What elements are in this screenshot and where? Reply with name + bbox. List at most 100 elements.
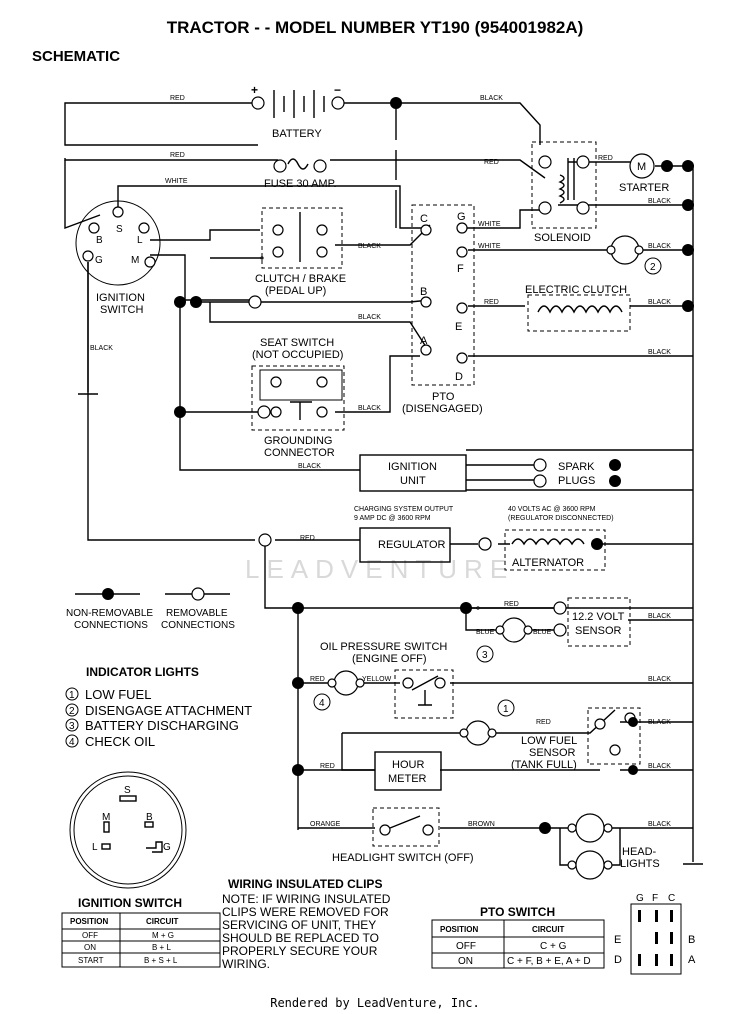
ignition-switch: S B L G M IGNITION SWITCH xyxy=(75,200,161,316)
svg-text:BLACK: BLACK xyxy=(648,299,671,306)
battery: + − BATTERY xyxy=(251,83,345,140)
clutch-label-1: CLUTCH / BRAKE xyxy=(255,273,346,285)
oil-pressure-label-2: (ENGINE OFF) xyxy=(352,653,427,665)
svg-text:START: START xyxy=(78,956,104,965)
svg-text:ON: ON xyxy=(84,943,96,952)
clutch-label-2: (PEDAL UP) xyxy=(265,285,326,297)
svg-text:SHOULD BE REPLACED TO: SHOULD BE REPLACED TO xyxy=(222,931,379,945)
wiring-note: WIRING INSULATED CLIPS NOTE: IF WIRING I… xyxy=(222,877,391,971)
svg-text:RED: RED xyxy=(310,676,325,683)
svg-text:POSITION: POSITION xyxy=(440,925,478,934)
svg-text:BLACK: BLACK xyxy=(648,676,671,683)
svg-text:BLUE: BLUE xyxy=(476,629,495,636)
alternator-label: ALTERNATOR xyxy=(512,557,584,569)
svg-text:IGNITION SWITCH: IGNITION SWITCH xyxy=(78,896,182,910)
svg-text:F: F xyxy=(652,893,658,904)
svg-text:BLACK: BLACK xyxy=(480,95,503,102)
ign-l: L xyxy=(137,235,143,246)
hour-meter: HOUR METER xyxy=(374,751,442,791)
seat-switch-label-2: (NOT OCCUPIED) xyxy=(252,349,343,361)
svg-text:ON: ON xyxy=(458,956,473,967)
pto-connector: G F C E D B A xyxy=(614,893,696,975)
svg-text:BLACK: BLACK xyxy=(358,314,381,321)
svg-text:4: 4 xyxy=(69,737,75,748)
battery-label: BATTERY xyxy=(272,128,322,140)
ign-label-1: IGNITION xyxy=(96,292,145,304)
svg-text:3: 3 xyxy=(482,650,488,661)
svg-text:BLACK: BLACK xyxy=(648,198,671,205)
volt-sensor-label-2: SENSOR xyxy=(575,625,622,637)
indicator-lights-list: INDICATOR LIGHTS 1 LOW FUEL 2 DISENGAGE … xyxy=(65,665,252,749)
svg-text:G: G xyxy=(163,842,171,853)
starter-m: M xyxy=(637,161,646,173)
volt-sensor-label-1: 12.2 VOLT xyxy=(572,611,625,623)
svg-text:B + L: B + L xyxy=(152,943,171,952)
svg-text:BLACK: BLACK xyxy=(90,345,113,352)
svg-text:G: G xyxy=(636,893,644,904)
pto-switch: C G F B E A D PTO (DISENGAGED) xyxy=(402,204,483,415)
regulator-label: REGULATOR xyxy=(378,539,445,551)
fuse: FUSE 30 AMP. xyxy=(264,158,337,190)
svg-text:M + G: M + G xyxy=(152,931,174,940)
svg-text:E: E xyxy=(614,934,621,946)
svg-text:C + F, B + E, A + D: C + F, B + E, A + D xyxy=(507,956,591,967)
svg-text:A: A xyxy=(688,954,696,966)
svg-text:RED: RED xyxy=(300,535,315,542)
alternator-note-2: (REGULATOR DISCONNECTED) xyxy=(508,515,614,522)
svg-text:RED: RED xyxy=(170,95,185,102)
grounding-label-2: CONNECTOR xyxy=(264,447,335,459)
svg-text:RED: RED xyxy=(484,299,499,306)
pto-label-1: PTO xyxy=(432,391,455,403)
low-fuel-label-1: LOW FUEL xyxy=(521,735,577,747)
wires xyxy=(64,102,703,866)
svg-text:4: 4 xyxy=(319,698,325,709)
svg-text:ORANGE: ORANGE xyxy=(310,821,341,828)
ign-label-2: SWITCH xyxy=(100,304,143,316)
svg-text:INDICATOR LIGHTS: INDICATOR LIGHTS xyxy=(86,665,199,679)
svg-text:CHECK OIL: CHECK OIL xyxy=(85,734,155,749)
low-fuel-sensor: LOW FUEL SENSOR (TANK FULL) xyxy=(459,707,641,775)
pto-e: E xyxy=(455,321,462,333)
svg-text:WIRING INSULATED CLIPS: WIRING INSULATED CLIPS xyxy=(228,877,382,891)
svg-text:B: B xyxy=(146,812,153,823)
svg-text:2: 2 xyxy=(650,262,656,273)
hour-meter-label-2: METER xyxy=(388,773,427,785)
svg-text:OFF: OFF xyxy=(82,931,98,940)
svg-text:WHITE: WHITE xyxy=(165,178,188,185)
svg-text:3: 3 xyxy=(69,721,75,732)
svg-text:BLACK: BLACK xyxy=(648,243,671,250)
pto-f: F xyxy=(457,263,464,275)
battery-positive: + xyxy=(251,83,258,97)
charging-note-2: 9 AMP DC @ 3600 RPM xyxy=(354,515,431,522)
svg-text:BATTERY DISCHARGING: BATTERY DISCHARGING xyxy=(85,718,239,733)
svg-text:REMOVABLE: REMOVABLE xyxy=(166,608,228,619)
wire-color-labels: RED BLACK RED RED RED WHITE BLACK WHITE … xyxy=(90,95,671,828)
headlights-label-2: LIGHTS xyxy=(620,858,660,870)
svg-text:SERVICING OF UNIT, THEY: SERVICING OF UNIT, THEY xyxy=(222,918,376,932)
connection-legend: NON-REMOVABLE CONNECTIONS REMOVABLE CONN… xyxy=(66,587,235,631)
pto-d: D xyxy=(455,371,463,383)
svg-text:PTO SWITCH: PTO SWITCH xyxy=(480,905,555,919)
svg-text:PROPERLY SECURE YOUR: PROPERLY SECURE YOUR xyxy=(222,944,378,958)
electric-clutch-label: ELECTRIC CLUTCH xyxy=(525,284,627,296)
svg-text:BLACK: BLACK xyxy=(358,243,381,250)
starter-label: STARTER xyxy=(619,182,669,194)
headlights-label-1: HEAD- xyxy=(622,846,657,858)
svg-text:DISENGAGE ATTACHMENT: DISENGAGE ATTACHMENT xyxy=(85,703,252,718)
svg-text:LOW FUEL: LOW FUEL xyxy=(85,687,151,702)
svg-text:M: M xyxy=(102,812,110,823)
ign-g: G xyxy=(95,255,103,266)
svg-text:1: 1 xyxy=(503,704,509,715)
svg-text:WHITE: WHITE xyxy=(478,243,501,250)
low-fuel-label-2: SENSOR xyxy=(529,747,576,759)
svg-text:C: C xyxy=(668,893,675,904)
ign-m: M xyxy=(131,255,139,266)
grounding-label-1: GROUNDING xyxy=(264,435,332,447)
svg-text:CONNECTIONS: CONNECTIONS xyxy=(161,620,235,631)
svg-text:B + S + L: B + S + L xyxy=(144,956,178,965)
svg-text:2: 2 xyxy=(69,706,75,717)
fuse-label: FUSE 30 AMP. xyxy=(264,178,337,190)
svg-text:D: D xyxy=(614,954,622,966)
svg-text:BLACK: BLACK xyxy=(648,349,671,356)
